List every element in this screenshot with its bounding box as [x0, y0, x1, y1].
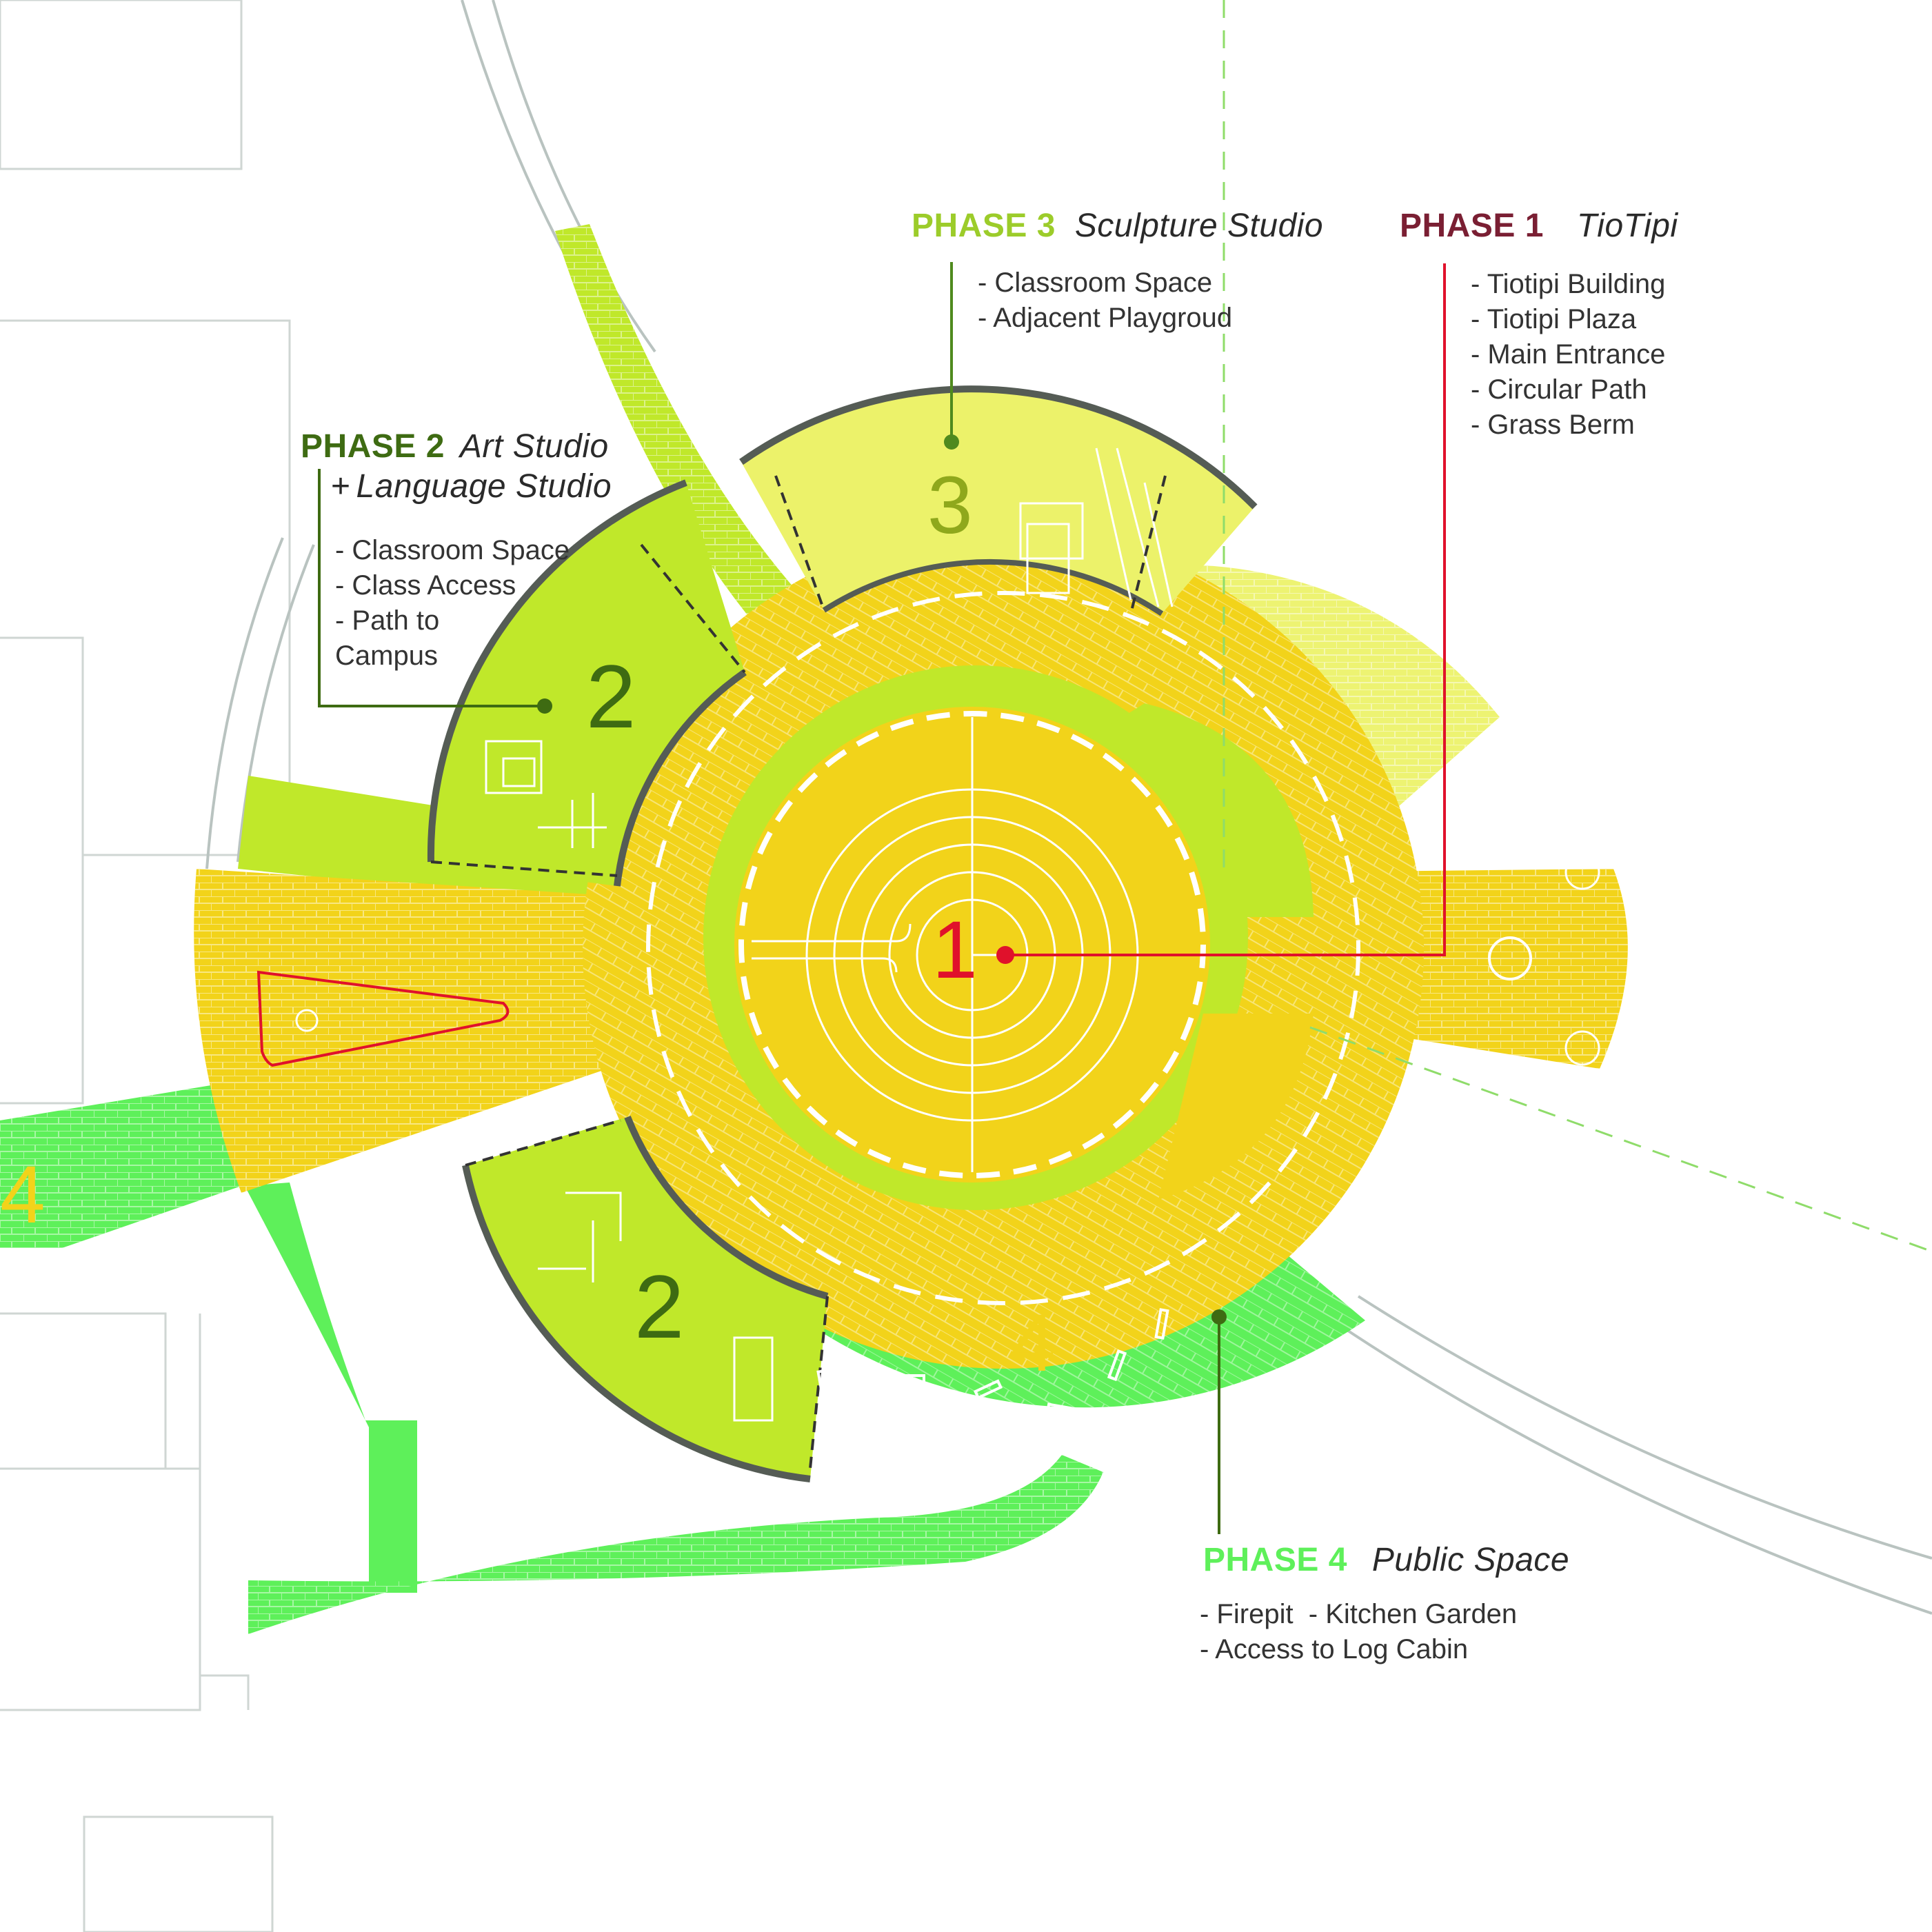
phase2-item: Campus	[335, 641, 438, 671]
phase3-interior	[1019, 447, 1174, 607]
phase2-item: - Class Access	[335, 570, 516, 601]
phase1-marker-dot	[996, 946, 1014, 964]
existing-buildings	[0, 0, 291, 1932]
phase4-zone-number-west: 4	[0, 1149, 46, 1240]
phase1-heading: PHASE 1 TioTipi	[1400, 207, 1678, 245]
phase1-item: - Main Entrance	[1471, 339, 1666, 370]
phase2-subtitle-line1: Art Studio	[459, 428, 609, 465]
phase4-marker-dot	[1211, 1309, 1227, 1325]
leader-lines	[318, 262, 1446, 1534]
phase2-lower-interior	[538, 1191, 774, 1422]
phase3-items: - Classroom Space - Adjacent Playgroud	[978, 265, 1232, 336]
phase1-item: - Circular Path	[1471, 374, 1647, 405]
phase2-heading: PHASE 2 Art Studio	[301, 427, 609, 465]
phase3-heading: PHASE 3 Sculpture Studio	[912, 207, 1323, 245]
phase4-zone-number-east: 4	[1010, 1298, 1056, 1389]
phase2-plus: +	[331, 468, 351, 505]
phase3-title: PHASE 3	[912, 208, 1056, 244]
phase2-zone-number-upper: 2	[586, 646, 636, 747]
phase3-item: - Classroom Space	[978, 268, 1213, 298]
phase2-zone-number-lower: 2	[634, 1256, 685, 1357]
phase3-studio	[741, 389, 1255, 614]
phase4-item: - Firepit - Kitchen Garden	[1200, 1599, 1518, 1629]
phase3-zone-number: 3	[927, 460, 973, 551]
phase1-zone-number: 1	[932, 905, 978, 996]
phase2-upper-interior	[485, 740, 607, 848]
phase1-item: - Tiotipi Plaza	[1471, 304, 1637, 334]
phase2-item: - Path to	[335, 605, 440, 636]
phase4-items: - Firepit - Kitchen Garden - Access to L…	[1200, 1597, 1517, 1667]
phase4-title: PHASE 4	[1203, 1542, 1347, 1578]
phase2-subtitle-line2: Language Studio	[356, 468, 612, 505]
phase1-subtitle: TioTipi	[1576, 208, 1678, 244]
phase1-item: - Tiotipi Building	[1471, 269, 1666, 299]
phase4-heading: PHASE 4 Public Space	[1203, 1541, 1569, 1579]
phase3-item: - Adjacent Playgroud	[978, 303, 1233, 333]
phase2-marker-dot	[537, 698, 552, 714]
phase1-title: PHASE 1	[1400, 208, 1544, 244]
phase3-marker-dot	[944, 434, 959, 450]
phase2-item: - Classroom Space	[335, 535, 570, 565]
phase1-items: - Tiotipi Building - Tiotipi Plaza - Mai…	[1471, 267, 1665, 443]
west-plaza-planter	[256, 970, 510, 1067]
alignment-lines	[1222, 0, 1932, 1253]
phase3-subtitle: Sculpture Studio	[1074, 208, 1324, 244]
phase2-heading-line2: +Language Studio	[331, 467, 612, 505]
phase2-items: - Classroom Space - Class Access - Path …	[335, 533, 570, 674]
phase2-title: PHASE 2	[301, 428, 445, 465]
phase1-item: - Grass Berm	[1471, 410, 1635, 440]
phase2-lower-studio	[465, 1117, 827, 1479]
phase4-firepit-benches	[816, 1308, 1169, 1447]
phase4-item: - Access to Log Cabin	[1200, 1634, 1469, 1664]
phase4-subtitle: Public Space	[1371, 1542, 1570, 1578]
